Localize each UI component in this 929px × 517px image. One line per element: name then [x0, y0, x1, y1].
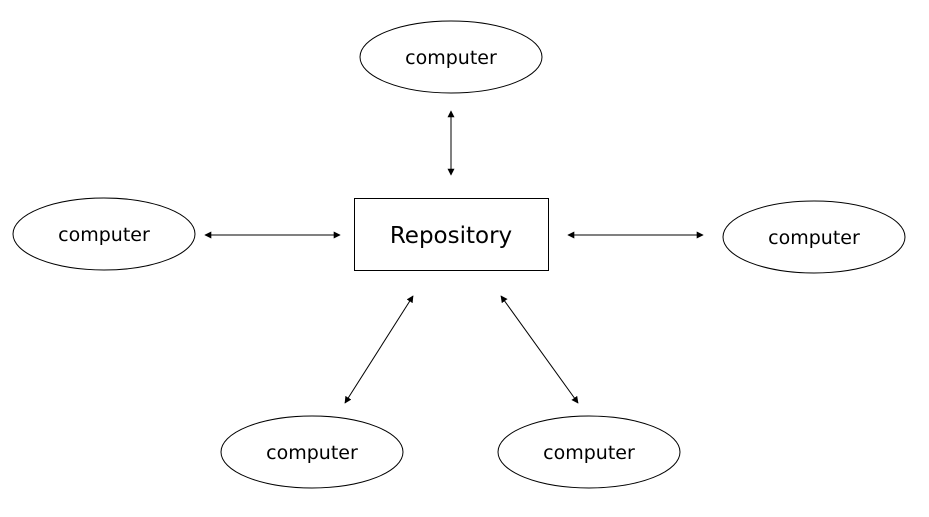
computer-ellipse-top — [359, 20, 543, 94]
repository-label: Repository — [390, 223, 512, 249]
computer-label-bottom-left: computer — [266, 442, 358, 464]
computer-ellipse-right — [722, 200, 906, 274]
computer-node-bottom-left: computer — [220, 415, 404, 489]
repository-box — [354, 198, 549, 271]
computer-label-top: computer — [405, 47, 497, 69]
computer-ellipse-bottom-left — [220, 415, 404, 489]
computer-label-right: computer — [768, 227, 860, 249]
computer-node-top: computer — [359, 20, 543, 94]
computer-label-bottom-right: computer — [543, 442, 635, 464]
computer-label-left: computer — [58, 224, 150, 246]
computer-ellipse-left — [12, 197, 196, 271]
computer-ellipse-bottom-right — [497, 415, 681, 489]
computer-node-left: computer — [12, 197, 196, 271]
repository-node: Repository — [354, 198, 549, 271]
computer-node-bottom-right: computer — [497, 415, 681, 489]
arrow-bottom-right — [500, 295, 579, 404]
arrow-bottom-left — [344, 295, 414, 404]
computer-node-right: computer — [722, 200, 906, 274]
